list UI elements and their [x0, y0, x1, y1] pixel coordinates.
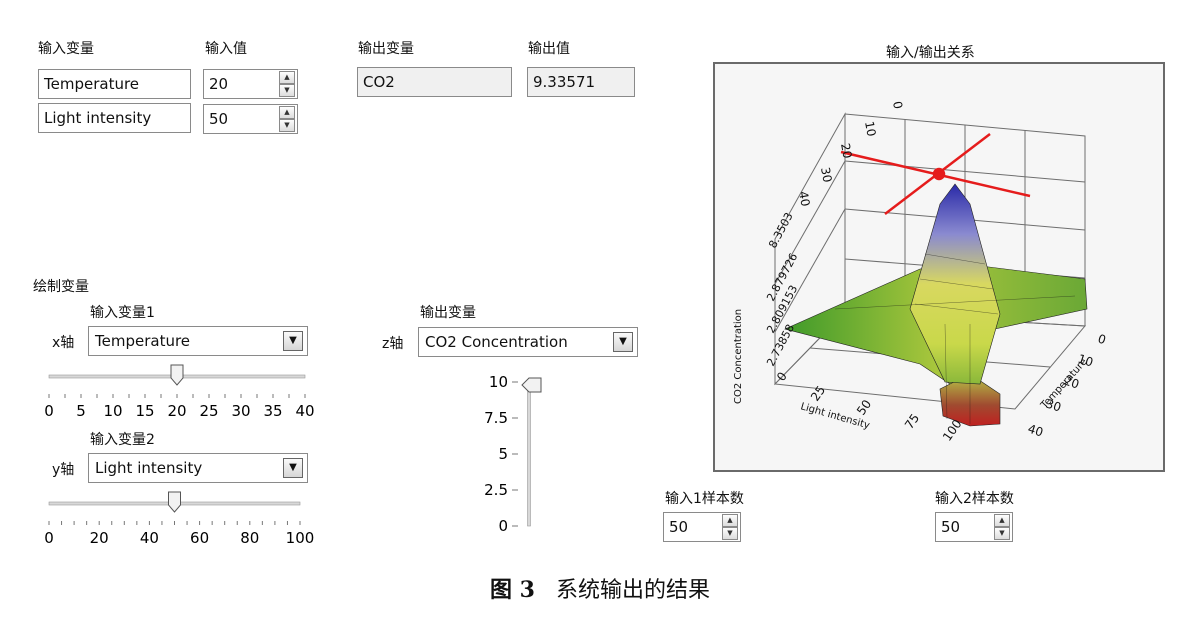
increment-arrow-icon[interactable]: ▲	[722, 514, 738, 527]
slider-tick-label: 0	[44, 402, 54, 420]
z-output-header: 输出变量	[420, 305, 476, 321]
decrement-arrow-icon[interactable]: ▼	[279, 84, 295, 97]
slider-tick-label: 30	[231, 402, 250, 420]
back-tick-label: 20	[838, 142, 854, 159]
x-axis-label: x轴	[52, 335, 75, 351]
input-value-1-spinner: ▲ ▼	[279, 71, 295, 97]
slider-tick-label: 15	[135, 402, 154, 420]
slider-tick-label: 5	[498, 445, 508, 463]
slider-tick-label: 0	[498, 517, 508, 535]
y-tick-label: 10	[1076, 352, 1095, 370]
graph-title: 输入/输出关系	[886, 45, 975, 61]
slider-tick-label: 10	[489, 373, 508, 391]
back-tick-label: 0	[890, 100, 905, 110]
x-tick-label: 25	[808, 383, 828, 404]
y-input-header: 输入变量2	[90, 432, 155, 448]
slider-thumb[interactable]	[521, 377, 542, 393]
slider-tick-label: 40	[140, 529, 159, 547]
y-tick-label: 20	[1062, 374, 1081, 392]
dropdown-arrow-icon[interactable]: ▼	[613, 332, 633, 352]
y-variable-select[interactable]: Light intensity ▼	[88, 453, 308, 483]
slider-tick-label: 25	[199, 402, 218, 420]
y-tick-label: 40	[1026, 422, 1045, 440]
x-variable-selected: Temperature	[95, 332, 191, 350]
samples-1-control: 50 ▲ ▼	[663, 512, 741, 542]
x-tick-label: 50	[854, 397, 874, 418]
samples-1-label: 输入1样本数	[665, 491, 744, 507]
decrement-arrow-icon[interactable]: ▼	[722, 527, 738, 540]
back-tick-label: 10	[862, 120, 878, 137]
slider-tick-label: 80	[240, 529, 259, 547]
output-var-header: 输出变量	[358, 41, 414, 57]
input-var-2-field[interactable]: Light intensity	[38, 103, 191, 133]
surface-mesh	[784, 183, 1088, 427]
input-value-1-control: 20 ▲ ▼	[203, 69, 298, 99]
slider-thumb[interactable]	[168, 491, 181, 513]
slider-tick-label: 10	[103, 402, 122, 420]
input-var-header: 输入变量	[38, 41, 94, 57]
input-val-header: 输入值	[205, 41, 247, 57]
z-variable-select[interactable]: CO2 Concentration ▼	[418, 327, 638, 357]
figure-number: 图 3	[490, 577, 535, 603]
decrement-arrow-icon[interactable]: ▼	[279, 119, 295, 132]
plot-cursor	[840, 133, 1031, 215]
input-value-2-control: 50 ▲ ▼	[203, 104, 298, 134]
slider-tick-label: 60	[190, 529, 209, 547]
slider-tick-label: 2.5	[484, 481, 508, 499]
input-value-2-spinner: ▲ ▼	[279, 106, 295, 132]
figure-caption: 图 3 系统输出的结果	[0, 572, 1200, 604]
samples-1-spinner: ▲ ▼	[722, 514, 738, 540]
z-axis-title: CO2 Concentration	[733, 309, 744, 404]
increment-arrow-icon[interactable]: ▲	[994, 514, 1010, 527]
slider-tick-label: 100	[286, 529, 315, 547]
x-variable-select[interactable]: Temperature ▼	[88, 326, 308, 356]
z-axis-label: z轴	[382, 336, 404, 352]
slider-tick-label: 20	[90, 529, 109, 547]
z-slider[interactable]: 10 7.5 5 2.5 0	[470, 368, 560, 540]
slider-tick-label: 20	[167, 402, 186, 420]
decrement-arrow-icon[interactable]: ▼	[994, 527, 1010, 540]
samples-2-label: 输入2样本数	[935, 491, 1014, 507]
dropdown-arrow-icon[interactable]: ▼	[283, 331, 303, 351]
input-var-1-field[interactable]: Temperature	[38, 69, 191, 99]
output-val-header: 输出值	[528, 41, 570, 57]
slider-tick-label: 5	[76, 402, 86, 420]
back-tick-label: 30	[818, 166, 834, 183]
increment-arrow-icon[interactable]: ▲	[279, 71, 295, 84]
output-var-field: CO2	[357, 67, 512, 97]
z-tick-label: 8.3503	[766, 210, 796, 250]
slider-tick-label: 0	[44, 529, 54, 547]
y-tick-label: 30	[1044, 397, 1063, 415]
y-variable-selected: Light intensity	[95, 459, 203, 477]
y-tick-label: 0	[1096, 332, 1108, 348]
slider-tick-label: 7.5	[484, 409, 508, 427]
plot-vars-section-label: 绘制变量	[33, 279, 89, 295]
slider-tick-label: 40	[295, 402, 314, 420]
increment-arrow-icon[interactable]: ▲	[279, 106, 295, 119]
output-value-field: 9.33571	[527, 67, 635, 97]
slider-thumb[interactable]	[170, 364, 184, 386]
back-tick-label: 40	[796, 190, 812, 207]
y-axis-label: y轴	[52, 462, 75, 478]
x-input-header: 输入变量1	[90, 305, 155, 321]
y-slider[interactable]: 0 20 40 60 80 100	[38, 487, 328, 553]
samples-2-control: 50 ▲ ▼	[935, 512, 1013, 542]
slider-tick-label: 35	[263, 402, 282, 420]
dropdown-arrow-icon[interactable]: ▼	[283, 458, 303, 478]
figure-caption-text: 系统输出的结果	[555, 578, 710, 603]
slider-track	[527, 381, 531, 527]
x-slider[interactable]: 0 5 10 15 20 25 30 35 40	[38, 360, 320, 426]
y-axis-title: Temperature	[1038, 357, 1089, 412]
z-variable-selected: CO2 Concentration	[425, 333, 568, 351]
samples-2-spinner: ▲ ▼	[994, 514, 1010, 540]
x-tick-label: 75	[902, 411, 922, 432]
